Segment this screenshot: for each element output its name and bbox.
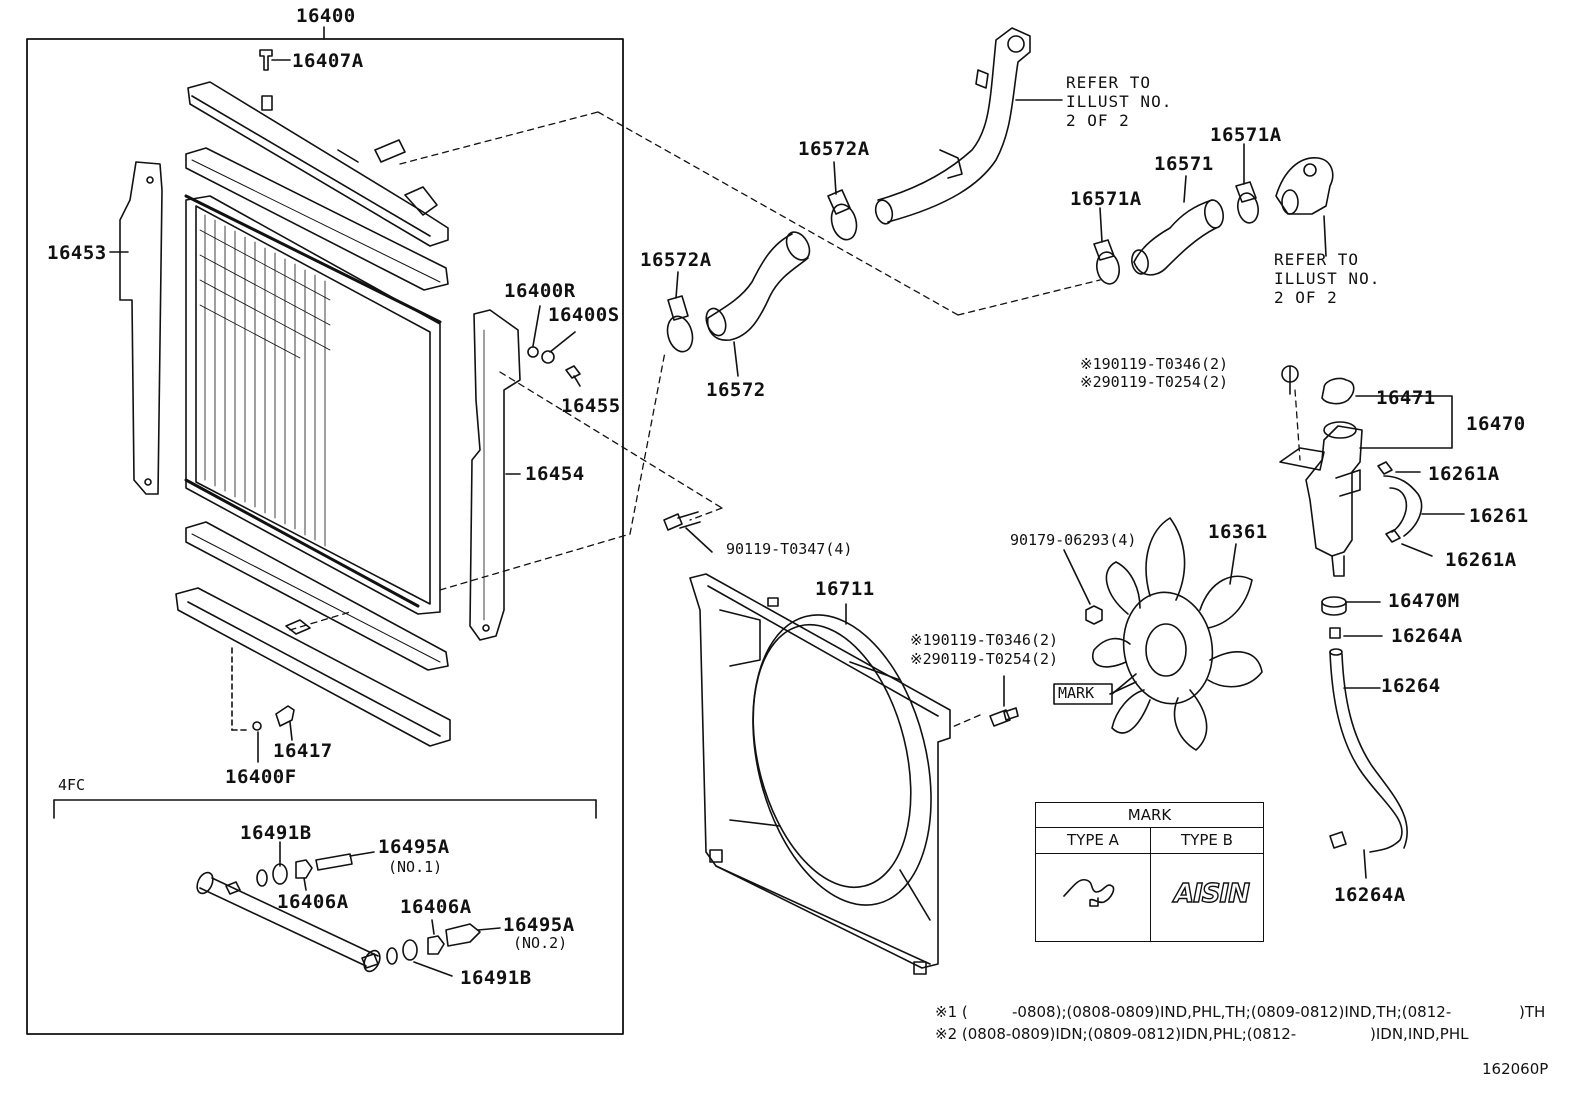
aisin-logo: AISIN [1173, 878, 1250, 909]
water-outlet-pipe [873, 28, 1062, 226]
type-a-symbol [1064, 880, 1114, 906]
radiator-cap [260, 50, 290, 70]
side-member-right [470, 310, 520, 640]
radiator-core [186, 196, 440, 614]
label-16495A-top-note: (NO.1) [388, 858, 443, 876]
clamp-16572A-top [828, 162, 860, 242]
bolt-ref-mid-1: ※190119-T0346(2) [910, 631, 1059, 649]
dashed-leaders [290, 112, 1300, 728]
upper-tank [188, 82, 448, 246]
label-16572: 16572 [706, 379, 766, 401]
water-inlet [1276, 158, 1333, 256]
label-16453: 16453 [47, 242, 107, 264]
refer-note-right: REFER TO ILLUST NO. 2 OF 2 [1274, 250, 1381, 308]
upper-gasket [186, 148, 448, 290]
label-16455: 16455 [561, 395, 621, 417]
lower-gasket [186, 522, 448, 670]
hose-16571 [1130, 176, 1225, 275]
label-16470M: 16470M [1388, 590, 1460, 612]
bolt-shroud [990, 676, 1018, 726]
mark-tag: MARK [1058, 684, 1095, 702]
label-16571A-left: 16571A [1070, 188, 1142, 210]
nut-90179 [1064, 550, 1102, 624]
label-16470: 16470 [1466, 413, 1526, 435]
bolt-16455 [566, 366, 580, 378]
grommet-16400S [542, 351, 554, 363]
label-16572A-top: 16572A [798, 138, 870, 160]
drain-cock [276, 706, 294, 726]
oil-cooler-pipe [194, 870, 383, 974]
label-90119-T0347: 90119-T0347(4) [726, 540, 853, 558]
footnote-2a: ※2 (0808-0809)IDN;(0809-0812)IDN,PHL;(08… [935, 1025, 1297, 1043]
mark-table-divider [1150, 853, 1151, 941]
label-16400S: 16400S [548, 304, 620, 326]
footnote-1a: ※1 ( [935, 1003, 968, 1021]
mark-callout [1054, 674, 1136, 704]
reservoir-tank [1280, 366, 1452, 576]
clamp-16571A-left [1094, 208, 1122, 286]
label-16572A-left: 16572A [640, 249, 712, 271]
clamp-16571A-right [1236, 144, 1261, 225]
label-16571A-right: 16571A [1210, 124, 1282, 146]
footnote-1c: )TH [1519, 1003, 1546, 1021]
refer-note-top: REFER TO ILLUST NO. 2 OF 2 [1066, 73, 1173, 131]
label-16495A-bottom: 16495A [503, 914, 575, 936]
hose-16261 [1378, 462, 1464, 556]
label-16361: 16361 [1208, 521, 1268, 543]
label-16261A-top: 16261A [1428, 463, 1500, 485]
label-16264: 16264 [1381, 675, 1441, 697]
label-16454: 16454 [525, 463, 585, 485]
mark-table-title: MARK [1036, 803, 1263, 828]
grommet-16400R [528, 347, 538, 357]
oil-cooler-hardware [257, 842, 500, 976]
bolt-ref-mid-2: ※290119-T0254(2) [910, 650, 1059, 668]
label-16264A-bottom: 16264A [1334, 884, 1406, 906]
label-16264A-top: 16264A [1391, 625, 1463, 647]
footnote-1b: -0808);(0808-0809)IND,PHL,TH;(0809-0812)… [1012, 1003, 1452, 1021]
clamp-16572A-left [664, 272, 696, 354]
label-16495A-top: 16495A [378, 836, 450, 858]
hose-16264 [1330, 628, 1407, 878]
label-16495A-bottom-note: (NO.2) [513, 934, 568, 952]
sub-group-label: 4FC [58, 776, 86, 794]
bolt-ref-top-1: ※190119-T0346(2) [1080, 355, 1229, 373]
label-16406A-right: 16406A [400, 896, 472, 918]
label-90179-06293: 90179-06293(4) [1010, 531, 1137, 549]
lower-tank [176, 588, 450, 746]
label-16400: 16400 [296, 5, 356, 27]
label-16417: 16417 [273, 740, 333, 762]
label-16261A-bottom: 16261A [1445, 549, 1517, 571]
cooling-fan [1093, 518, 1262, 750]
label-16491B-top: 16491B [240, 822, 312, 844]
label-16711: 16711 [815, 578, 875, 600]
fan-shroud [690, 574, 959, 974]
label-16491B-bottom: 16491B [460, 967, 532, 989]
label-16407A: 16407A [292, 50, 364, 72]
label-16406A-left: 16406A [277, 891, 349, 913]
footnote-2b: )IDN,IND,PHL [1370, 1025, 1469, 1043]
label-16471: 16471 [1376, 387, 1436, 409]
hose-16572 [703, 228, 814, 376]
label-16400R: 16400R [504, 280, 576, 302]
mark-table: MARK TYPE A TYPE B AISIN [1035, 802, 1264, 942]
mark-table-type-a: TYPE A [1036, 827, 1151, 854]
label-16400F: 16400F [225, 766, 297, 788]
label-16571: 16571 [1154, 153, 1214, 175]
sub-group-bracket [54, 800, 596, 818]
illustration-id: 162060P [1482, 1060, 1549, 1078]
bolt-90119 [664, 512, 712, 552]
label-16261: 16261 [1469, 505, 1529, 527]
grommet-16470M [1322, 597, 1380, 615]
side-member-left [110, 162, 162, 494]
bolt-ref-top-2: ※290119-T0254(2) [1080, 373, 1229, 391]
o-ring-16400F [253, 722, 261, 730]
mark-table-type-b: TYPE B [1151, 827, 1263, 854]
